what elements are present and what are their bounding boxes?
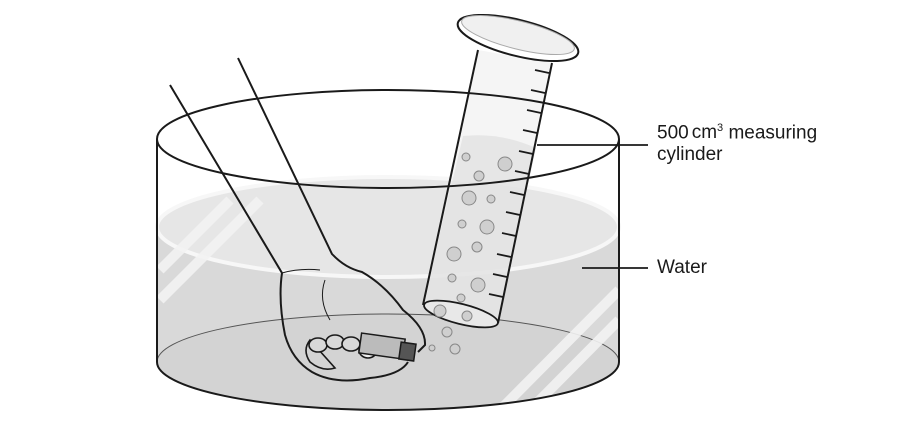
basin <box>156 89 620 411</box>
cylinder-unit-exponent: 3 <box>717 122 724 134</box>
cylinder-volume: 500 <box>657 122 689 144</box>
cylinder-unit: cm <box>691 122 718 144</box>
gas-lighter <box>357 332 417 362</box>
water-label: Water <box>657 257 707 278</box>
cylinder-lid <box>456 13 580 63</box>
cylinder-label-line2: cylinder <box>657 144 723 166</box>
arm <box>169 57 427 382</box>
graduation-marks <box>488 69 550 298</box>
cylinder-label-word: measuring <box>728 122 818 144</box>
measuring-cylinder <box>422 13 580 355</box>
bubbles <box>428 152 513 355</box>
